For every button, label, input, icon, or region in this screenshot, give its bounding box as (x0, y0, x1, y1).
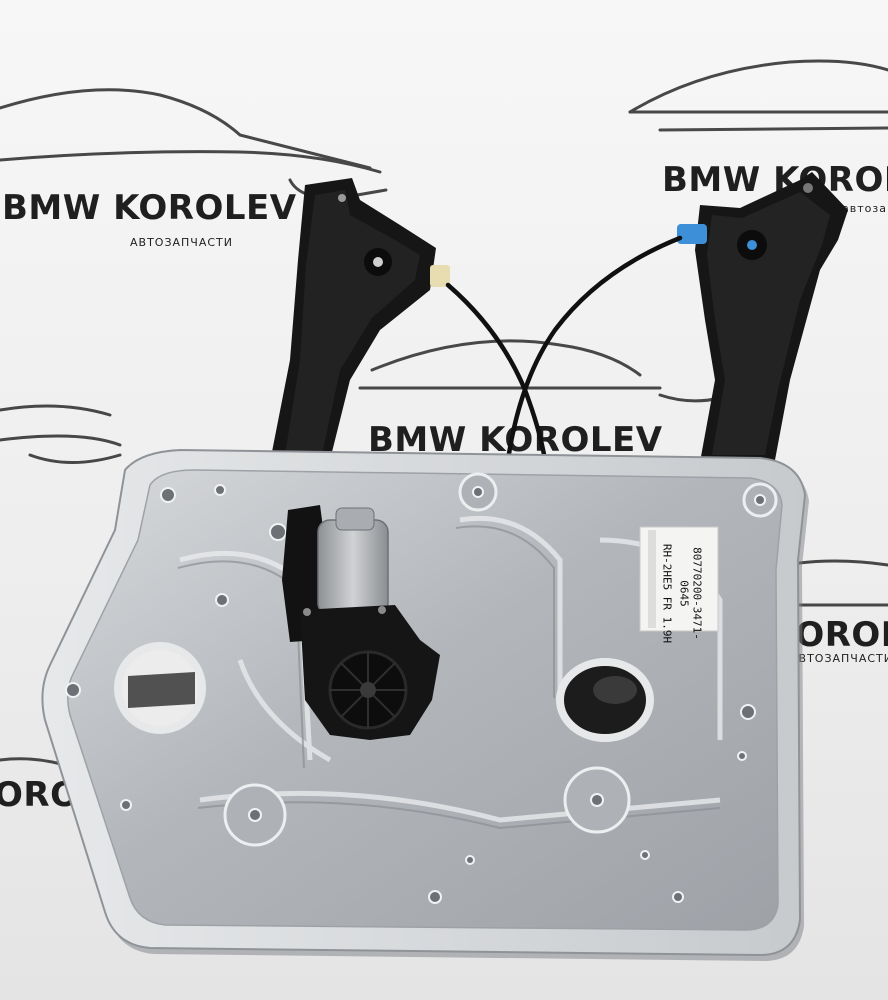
watermark-subtitle-top-left: АВТОЗАПЧАСТИ (130, 236, 233, 249)
part-label-sticker (639, 526, 719, 632)
watermark-subtitle-right: АВТОЗАПЧАСТИ (790, 652, 888, 665)
part-code: RH-2HE5 FR 1.9H (660, 543, 674, 644)
watermark-brand-top-left: BMW KOROLEV (2, 188, 297, 228)
part-label: 80770200-3471-0645 RH-2HE5 FR 1.9H (661, 544, 704, 644)
regulator-motor (282, 505, 440, 740)
regulator-cables (445, 235, 683, 463)
watermark-subtitle-top-right: автозап (842, 202, 888, 215)
left-rail-bracket (270, 178, 450, 462)
panel-openings (114, 642, 654, 742)
right-rail-bracket (677, 172, 848, 462)
part-number: 80770200-3471-0645 (677, 547, 704, 640)
